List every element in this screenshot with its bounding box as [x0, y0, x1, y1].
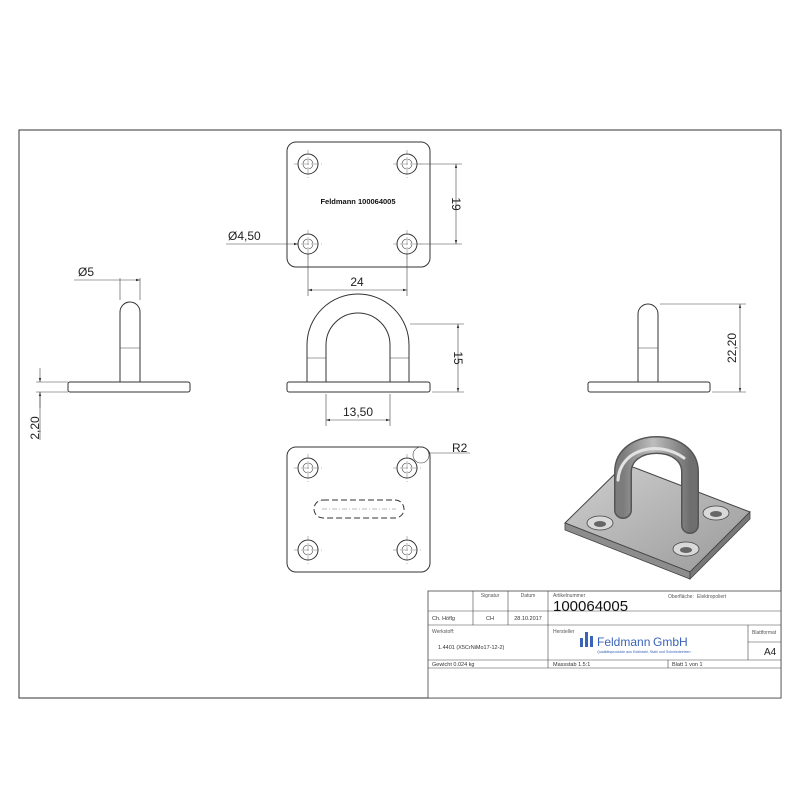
- surface-label: Oberfläche:: [668, 594, 694, 600]
- sheet-border: [18, 129, 782, 699]
- left-side-view: Ø5 2,20: [28, 265, 191, 440]
- middle-elevation-view: 15 13,50: [286, 293, 465, 426]
- dim-corner-radius: R2: [452, 441, 468, 455]
- iso-plate-side-edge: [689, 511, 751, 580]
- isometric-view: [564, 436, 751, 580]
- article-number: 100064005: [553, 598, 628, 615]
- underside-hole-top-right: [393, 454, 421, 482]
- date-label: Datum: [521, 593, 536, 599]
- signature-label: Signatur: [481, 593, 500, 599]
- hole-top-left: [294, 150, 322, 178]
- underside-hole-top-left: [294, 454, 322, 482]
- sheet-count: Blatt 1 von 1: [672, 662, 703, 668]
- dim-plate-thickness: 2,20: [28, 416, 42, 440]
- drawn-by: Ch. Höflg: [432, 616, 455, 622]
- title-block: Signatur Datum Artikelnummer Oberfläche:…: [427, 590, 782, 699]
- plate-elevation: [286, 381, 431, 393]
- dim-loop-width: 13,50: [343, 405, 373, 419]
- loop-outer: [306, 293, 410, 382]
- dim-hole-diameter: Ø4,50: [228, 229, 261, 243]
- bottom-view: R2: [286, 441, 470, 573]
- plate-side-right: [587, 381, 711, 393]
- dim-hole-spacing-vertical: 19: [449, 197, 463, 211]
- wire-side: [119, 301, 141, 382]
- loop-inner: [325, 312, 391, 382]
- weld-slot-outline: [313, 499, 405, 519]
- surface-value: Elektropoliert: [697, 594, 727, 600]
- manufacturer-suffix: GmbH: [653, 635, 688, 649]
- front-view: Feldmann 100064005 19 24 Ø4,50: [226, 141, 463, 296]
- scale: Massstab 1.5:1: [553, 662, 590, 668]
- plate-outline: [286, 141, 431, 268]
- dim-hole-spacing-horizontal: 24: [350, 275, 364, 289]
- part-marking: Feldmann 100064005: [320, 197, 395, 206]
- material-label: Werkstoff:: [432, 629, 454, 635]
- hole-top-right: [393, 150, 421, 178]
- article-label: Artikelnummer: [553, 593, 586, 599]
- iso-loop: [615, 437, 698, 533]
- feldmann-logo: Feldmann GmbH Qualitätsprodukte aus Edel…: [580, 632, 691, 654]
- hole-bottom-left: [294, 230, 322, 258]
- wire-side-right: [637, 303, 659, 382]
- hole-bottom-right: [393, 230, 421, 258]
- plate-side: [67, 381, 191, 393]
- underside-hole-bottom-right: [393, 536, 421, 564]
- weight: Gewicht 0.024 kg: [432, 662, 475, 668]
- date-value: 28.10.2017: [514, 616, 542, 622]
- material-value: 1.4401 (X5CrNiMo17-12-2): [438, 645, 505, 651]
- dim-loop-height: 15: [451, 351, 465, 365]
- corner-radius-callout: [412, 446, 430, 464]
- manufacturer-name: Feldmann: [597, 635, 650, 649]
- dim-wire-diameter: Ø5: [78, 265, 94, 279]
- plate-underside: [286, 446, 431, 573]
- manufacturer-label: Hersteller: [553, 629, 575, 635]
- manufacturer-tagline: Qualitätsprodukte aus Edelstahl, Stahl u…: [597, 650, 691, 654]
- signature: CH: [486, 616, 494, 622]
- underside-hole-bottom-left: [294, 536, 322, 564]
- sheet-format-label: Blattformat: [752, 630, 777, 636]
- right-side-view: 22,20: [587, 303, 746, 393]
- dim-total-height: 22,20: [725, 333, 739, 363]
- sheet-format: A4: [764, 647, 777, 658]
